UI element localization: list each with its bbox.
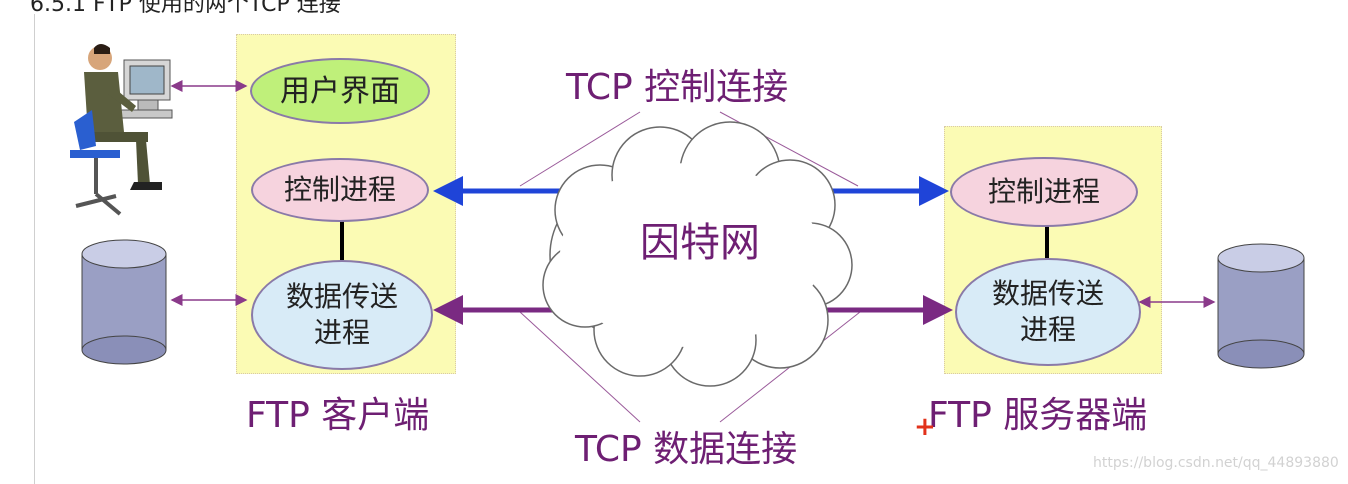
tcp-data-connection-label: TCP 数据连接 bbox=[575, 429, 798, 470]
internet-label: 因特网 bbox=[640, 220, 760, 266]
section-heading: 6.5.1 FTP 使用的两个TCP 连接 bbox=[30, 0, 341, 17]
server-data-process-label: 数据传送进程 bbox=[991, 276, 1104, 346]
cursor-plus-mark: + bbox=[914, 412, 936, 442]
user-at-computer-icon bbox=[70, 44, 173, 216]
cloud-icon bbox=[542, 121, 853, 387]
client-control-process: 控制进程 bbox=[251, 158, 429, 222]
client-data-process: 数据传送进程 bbox=[251, 260, 433, 370]
client-database-icon bbox=[81, 239, 167, 365]
server-control-process: 控制进程 bbox=[950, 157, 1138, 227]
server-database-icon bbox=[1217, 243, 1305, 369]
left-margin-line bbox=[34, 14, 35, 484]
client-user-interface: 用户界面 bbox=[250, 58, 430, 124]
watermark: https://blog.csdn.net/qq_44893880 bbox=[1093, 455, 1339, 471]
tcp-control-connection-label: TCP 控制连接 bbox=[566, 67, 789, 108]
local-link-arrows bbox=[170, 80, 1216, 308]
client-data-process-label: 数据传送进程 bbox=[285, 279, 398, 349]
ftp-server-label: FTP 服务器端 bbox=[928, 395, 1148, 436]
ftp-client-label: FTP 客户端 bbox=[246, 395, 430, 436]
server-data-process: 数据传送进程 bbox=[955, 258, 1141, 366]
